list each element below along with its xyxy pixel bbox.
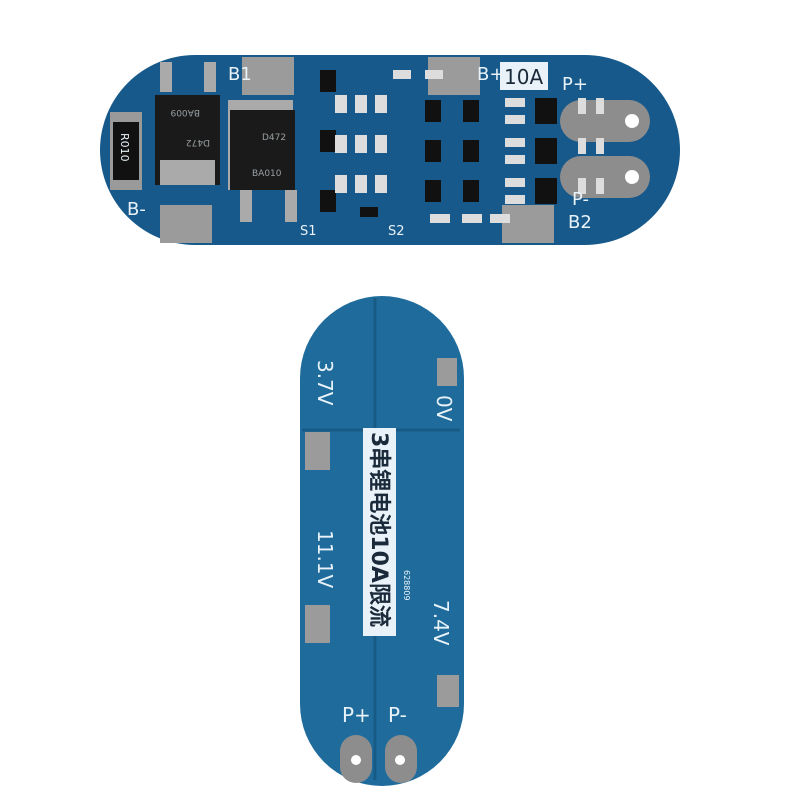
sot-transistor <box>463 180 479 202</box>
pad-0v <box>437 358 457 386</box>
resistor <box>505 98 525 107</box>
label-bminus: B- <box>127 199 146 220</box>
mosfet-left-part: D472 <box>186 137 210 147</box>
resistor <box>505 138 525 147</box>
mosfet-right-lead <box>240 190 252 222</box>
label-11v1: 11.1V <box>313 530 337 589</box>
title-label: 3串锂电池10A限流 <box>366 432 392 627</box>
smd-components <box>320 70 604 223</box>
resistor <box>375 175 387 193</box>
led <box>578 98 586 114</box>
label-pminus-bottom: P- <box>388 703 407 727</box>
resistor <box>505 178 525 187</box>
label-pminus: P- <box>572 189 589 210</box>
label-3v7: 3.7V <box>313 360 337 406</box>
hole-pminus <box>625 170 639 184</box>
sot-transistor <box>463 100 479 122</box>
shunt-resistor-body <box>113 122 139 180</box>
pad-7v4 <box>437 675 459 707</box>
resistor <box>355 135 367 153</box>
resistor <box>490 214 510 223</box>
resistor <box>596 178 604 194</box>
mosfet-right-code: BA010 <box>252 169 282 179</box>
resistor <box>393 70 411 79</box>
sot-transistor <box>320 130 336 152</box>
mosfet-left-lead <box>160 62 172 92</box>
resistor <box>462 214 482 223</box>
label-s2: S2 <box>388 224 405 239</box>
resistor <box>375 135 387 153</box>
top-pcb-board: R010 BA009 D472 D472 BA010 10A B1 B+ P+ … <box>100 55 680 245</box>
resistor <box>335 175 347 193</box>
resistor <box>505 155 525 164</box>
mosfet-left-code: BA009 <box>170 107 200 117</box>
resistor <box>505 115 525 124</box>
label-s1: S1 <box>300 224 317 239</box>
mosfet-right <box>230 110 295 190</box>
mosfet-left-lead <box>204 62 216 92</box>
label-b2: B2 <box>568 212 592 233</box>
current-rating-box <box>500 62 548 90</box>
ic <box>535 178 557 204</box>
mosfet-left-tab <box>160 160 215 185</box>
mosfet-right-part: D472 <box>262 133 286 143</box>
sot-transistor <box>320 190 336 212</box>
label-pplus: P+ <box>562 74 588 95</box>
pad-bminus <box>160 205 212 243</box>
resistor <box>375 95 387 113</box>
resistor <box>335 135 347 153</box>
ic <box>535 98 557 124</box>
resistor <box>335 95 347 113</box>
resistor <box>425 70 443 79</box>
label-b1: B1 <box>228 64 252 85</box>
board-code: 628809 <box>402 570 411 601</box>
pad-b1 <box>242 57 294 95</box>
resistor <box>596 138 604 154</box>
sot-transistor <box>320 70 336 92</box>
title-label-box <box>363 428 396 636</box>
resistor-marking: R010 <box>118 133 131 162</box>
pad-3v7 <box>305 432 330 470</box>
sot-transistor <box>425 100 441 122</box>
pad-b2 <box>502 205 554 243</box>
resistor <box>355 175 367 193</box>
resistor <box>596 98 604 114</box>
hole-pplus <box>351 755 361 765</box>
sot-transistor <box>425 140 441 162</box>
ic <box>535 138 557 164</box>
resistor <box>505 195 525 204</box>
sot-transistor <box>463 140 479 162</box>
led <box>578 138 586 154</box>
label-7v4: 7.4V <box>429 600 453 646</box>
pad-11v1 <box>305 605 330 643</box>
diode <box>360 207 378 217</box>
resistor <box>430 214 450 223</box>
hole-pminus <box>395 755 405 765</box>
mosfet-right-lead <box>285 190 297 222</box>
sot-transistor <box>425 180 441 202</box>
led <box>578 178 586 194</box>
current-rating-label: 10A <box>504 65 543 89</box>
hole-pplus <box>625 114 639 128</box>
label-0v: 0V <box>432 395 456 422</box>
label-bplus: B+ <box>477 64 504 85</box>
label-pplus-bottom: P+ <box>342 703 371 727</box>
bottom-pcb-board: 3串锂电池10A限流 3.7V 11.1V 0V 7.4V 628809 P+ … <box>300 296 464 786</box>
resistor <box>355 95 367 113</box>
